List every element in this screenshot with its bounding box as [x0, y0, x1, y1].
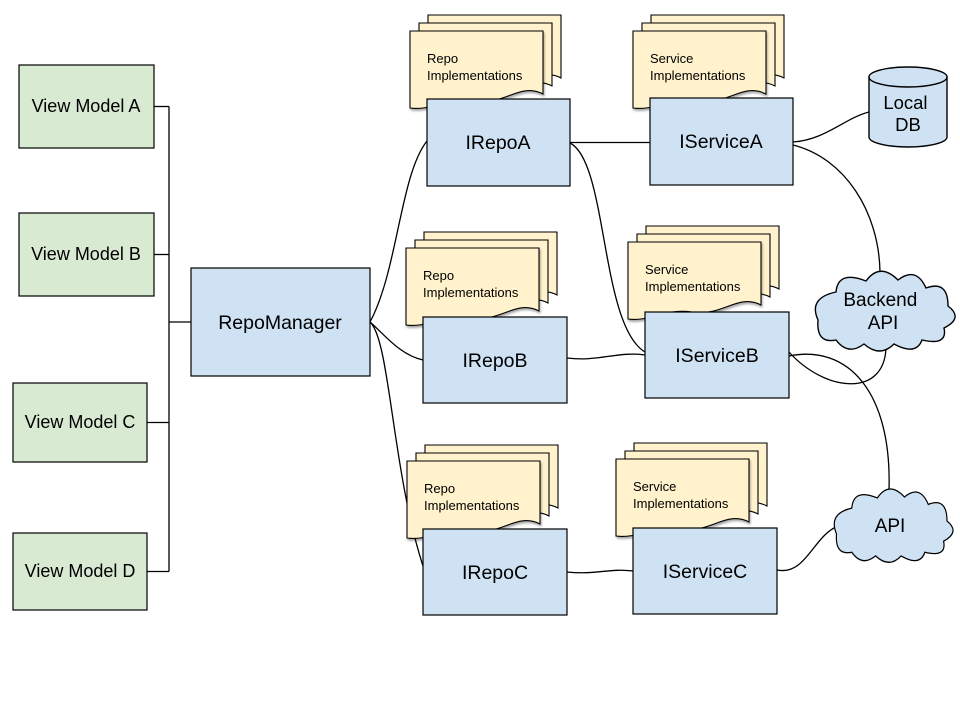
- repo-manager-label: RepoManager: [218, 312, 342, 334]
- iservice-a-label: IServiceA: [679, 131, 762, 153]
- repo-manager-box: [190, 267, 371, 377]
- view-model-d-node: View Model D: [12, 532, 148, 611]
- edge-iservicea-backendapi: [792, 144, 881, 273]
- local-db-label: Local DB: [883, 92, 932, 135]
- iservice-b-label: IServiceB: [675, 345, 758, 367]
- connectors: [147, 105, 890, 574]
- backend-api-label: Backend API: [843, 290, 922, 334]
- repo-stack-c-label: Repo Implementations: [424, 481, 520, 513]
- repo-stack-b-label: Repo Implementations: [423, 268, 519, 300]
- edge-irepob-iserviceb: [566, 353, 646, 360]
- view-model-d-box: [12, 532, 148, 611]
- irepo-c-label: IRepoC: [462, 562, 528, 584]
- repo-manager-node: RepoManager: [190, 267, 371, 377]
- edge-irepoc-iservicec: [566, 569, 634, 574]
- view-model-a-node: View Model A: [18, 64, 155, 149]
- irepo-b-node: IRepoB: [422, 316, 568, 404]
- api-cloud: [833, 488, 954, 563]
- irepo-b-box: [422, 316, 568, 404]
- service-stack-a-label: Service Implementations: [650, 51, 746, 83]
- local-db-node: Local DB: [868, 66, 948, 148]
- view-model-c-node: View Model C: [12, 382, 148, 463]
- service-stack-c-label: Service Implementations: [633, 479, 729, 511]
- repo-stack-a-label: Repo Implementations: [427, 51, 523, 83]
- iservice-b-node: IServiceB: [644, 311, 790, 399]
- edge-iservicec-api: [776, 525, 839, 572]
- service-implementations-stack-c: Service Implementations: [615, 442, 768, 537]
- api-label: API: [875, 516, 906, 537]
- local-db-cylinder-top: [868, 66, 948, 88]
- repo-implementations-stack-c: Repo Implementations: [406, 444, 559, 539]
- service-implementations-stack-a: Service Implementations: [632, 14, 785, 109]
- irepo-b-label: IRepoB: [462, 350, 527, 372]
- edge-iserviceb-api: [788, 353, 890, 491]
- irepo-c-box: [422, 528, 568, 616]
- local-db-cylinder: [868, 76, 948, 148]
- repo-implementations-stack-a: Repo Implementations: [409, 14, 562, 109]
- irepo-a-box: [426, 98, 571, 187]
- irepo-a-label: IRepoA: [465, 132, 530, 154]
- iservice-a-box: [649, 97, 794, 186]
- view-model-d-label: View Model D: [25, 561, 136, 581]
- irepo-c-node: IRepoC: [422, 528, 568, 616]
- view-model-b-node: View Model B: [18, 212, 155, 297]
- view-model-b-box: [18, 212, 155, 297]
- edge-repomanager-irepob: [369, 321, 424, 361]
- api-node: API: [833, 488, 954, 563]
- backend-api-cloud: [814, 270, 956, 352]
- iservice-c-node: IServiceC: [632, 527, 778, 615]
- edge-iservicea-localdb: [792, 111, 870, 143]
- view-model-c-label: View Model C: [25, 412, 136, 432]
- repo-implementations-stack-b: Repo Implementations: [405, 231, 558, 326]
- view-model-a-box: [18, 64, 155, 149]
- view-model-a-label: View Model A: [32, 96, 141, 116]
- iservice-c-label: IServiceC: [663, 561, 748, 583]
- service-implementations-stack-b: Service Implementations: [627, 225, 780, 320]
- irepo-a-node: IRepoA: [426, 98, 571, 187]
- edge-repomanager-irepoa: [369, 140, 428, 323]
- view-model-b-label: View Model B: [31, 244, 141, 264]
- edge-iserviceb-backendapi: [788, 347, 887, 385]
- view-model-c-box: [12, 382, 148, 463]
- edge-irepoa-iserviceb: [569, 142, 646, 353]
- iservice-a-node: IServiceA: [649, 97, 794, 186]
- backend-api-node: Backend API: [814, 270, 956, 352]
- iservice-c-box: [632, 527, 778, 615]
- iservice-b-box: [644, 311, 790, 399]
- service-stack-b-label: Service Implementations: [645, 262, 741, 294]
